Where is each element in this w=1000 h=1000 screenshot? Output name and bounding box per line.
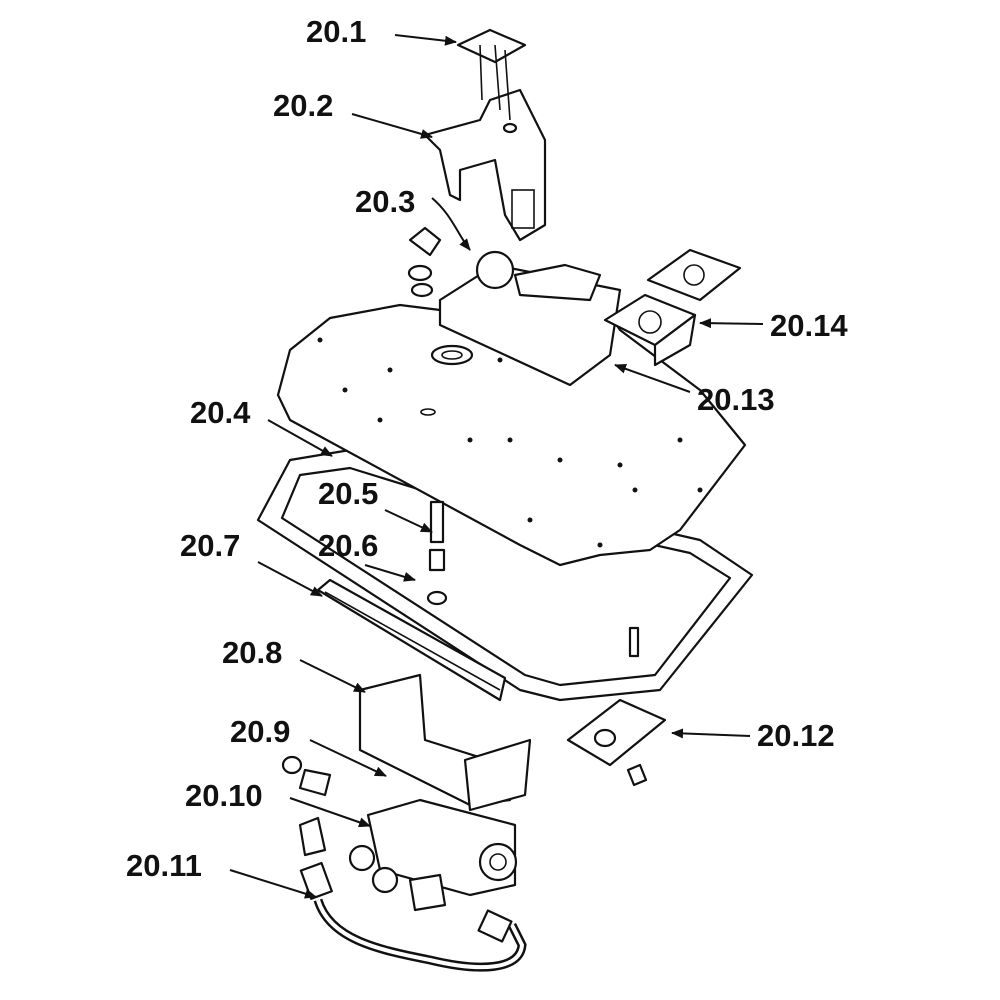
callout-label: 20.11 bbox=[126, 848, 202, 883]
callout-20-13: 20.13 bbox=[614, 364, 775, 417]
callout-20-14: 20.14 bbox=[699, 308, 848, 343]
callout-label: 20.14 bbox=[770, 308, 848, 343]
rail-part bbox=[316, 578, 507, 702]
callout-label: 20.13 bbox=[697, 382, 775, 417]
callout-label: 20.9 bbox=[230, 714, 290, 749]
pilot-assembly-part bbox=[407, 226, 622, 387]
callout-label: 20.6 bbox=[318, 528, 378, 563]
burner-bracket-part bbox=[423, 28, 547, 242]
callout-label: 20.8 bbox=[222, 635, 282, 670]
callout-20-6: 20.6 bbox=[318, 528, 416, 582]
callout-20-8: 20.8 bbox=[222, 635, 366, 693]
callout-label: 20.5 bbox=[318, 476, 378, 511]
callout-20-10: 20.10 bbox=[185, 778, 371, 828]
flex-hose-part bbox=[298, 816, 527, 972]
base-plate-part bbox=[276, 298, 747, 567]
callout-label: 20.4 bbox=[190, 395, 251, 430]
callout-label: 20.2 bbox=[273, 88, 333, 123]
callout-20-2: 20.2 bbox=[273, 88, 433, 139]
callout-20-5: 20.5 bbox=[318, 476, 433, 533]
switch-bracket-part bbox=[566, 698, 667, 787]
callout-20-1: 20.1 bbox=[306, 14, 457, 49]
callout-label: 20.3 bbox=[355, 184, 415, 219]
callout-label: 20.7 bbox=[180, 528, 240, 563]
bolt-part bbox=[426, 500, 640, 658]
callout-20-4: 20.4 bbox=[190, 395, 333, 457]
callout-20-7: 20.7 bbox=[180, 528, 323, 597]
gas-valve-part bbox=[281, 755, 518, 912]
callout-20-11: 20.11 bbox=[126, 848, 317, 899]
callout-20-3: 20.3 bbox=[355, 184, 471, 251]
mounting-plate-part bbox=[603, 248, 742, 367]
callout-20-12: 20.12 bbox=[671, 718, 835, 753]
callout-label: 20.1 bbox=[306, 14, 366, 49]
callout-label: 20.12 bbox=[757, 718, 835, 753]
valve-bracket-part bbox=[358, 673, 532, 812]
callout-20-9: 20.9 bbox=[230, 714, 387, 777]
callout-label: 20.10 bbox=[185, 778, 263, 813]
